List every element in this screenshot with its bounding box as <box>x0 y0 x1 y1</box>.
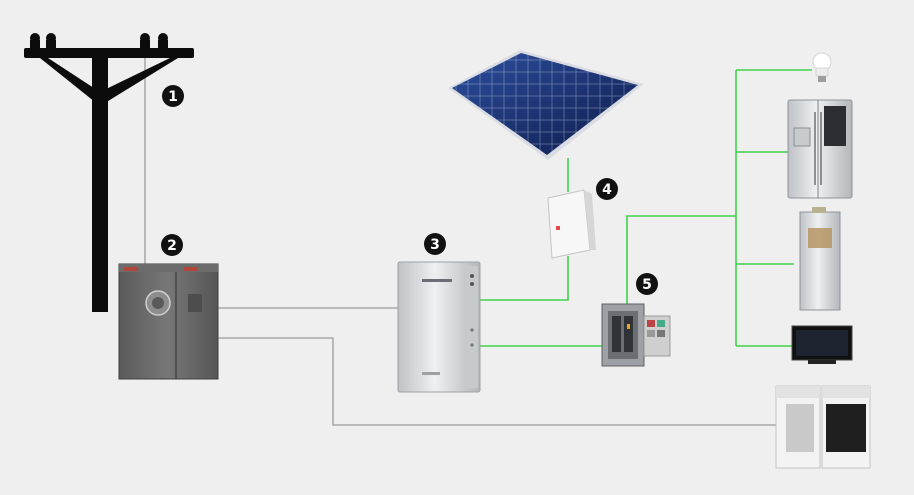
svg-text:3: 3 <box>430 237 440 253</box>
solar-inverter-icon <box>547 189 596 259</box>
solar-panel-icon <box>448 50 644 160</box>
svg-text:4: 4 <box>602 182 612 198</box>
home-battery-icon <box>397 261 481 393</box>
washer-dryer-icon <box>775 385 871 469</box>
grid-wires <box>144 55 780 426</box>
light-bulb-icon <box>812 52 832 82</box>
marker-inverter: 4 <box>596 178 618 200</box>
svg-text:5: 5 <box>642 277 652 293</box>
refrigerator-icon <box>787 99 853 199</box>
svg-text:1: 1 <box>168 89 178 105</box>
electric-meter-icon <box>118 263 219 380</box>
inverter-to-battery-wire <box>480 256 569 301</box>
subpanel-to-loads-trunk <box>626 215 736 304</box>
breaker-panel-icon <box>601 303 671 367</box>
marker-utility-meter: 2 <box>161 234 183 256</box>
water-heater-icon <box>799 207 841 311</box>
meter-to-washer-wire <box>218 337 780 426</box>
marker-utility-pole: 1 <box>162 85 184 107</box>
svg-text:2: 2 <box>167 238 177 254</box>
solar-wires <box>480 69 812 347</box>
utility-pole-icon <box>24 33 194 312</box>
television-icon <box>791 325 853 364</box>
marker-subpanel: 5 <box>636 273 658 295</box>
marker-battery: 3 <box>424 233 446 255</box>
